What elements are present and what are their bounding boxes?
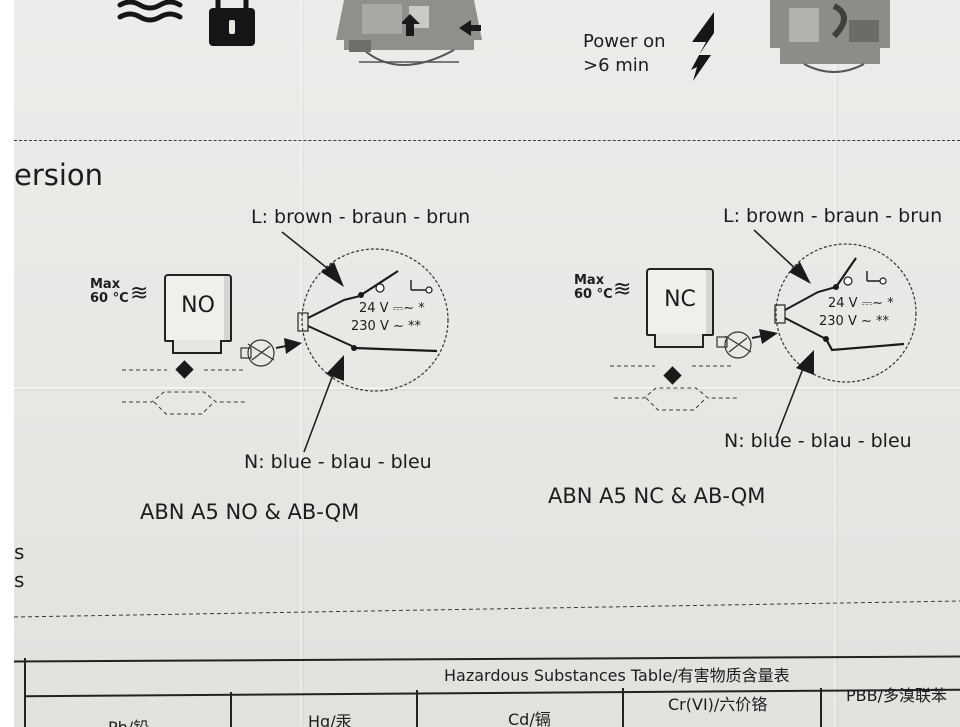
power-on-text: Power on >6 min: [583, 31, 666, 76]
voltage-230v-label: 230 V ∼ **: [819, 314, 890, 329]
table-column-header: Hg/汞: [308, 712, 352, 727]
paper-fold: [14, 387, 960, 389]
voltage-24v-label: 24 V ⎓∼ *: [828, 296, 894, 311]
diagram-caption-no: ABN A5 NO & AB-QM: [140, 500, 360, 524]
wiring-diagram-nc: [610, 229, 917, 439]
table-vline: [416, 690, 418, 727]
water-waves-icon: ≋: [613, 277, 632, 302]
paper-fold: [300, 0, 302, 727]
table-column-header: PBB/多溴联苯: [846, 686, 947, 705]
table-vline: [820, 688, 822, 727]
actuator-neck: [654, 334, 704, 348]
label-blue-wire: N: blue - blau - bleu: [724, 430, 912, 452]
table-column-header: Pb/铅: [108, 714, 149, 727]
table-vline: [622, 688, 624, 727]
lower-divider: [14, 600, 960, 618]
margin-fragment: s: [14, 568, 25, 592]
label-brown-wire: L: brown - braun - brun: [251, 206, 471, 228]
water-waves-icon: [117, 0, 183, 23]
table-title: Hazardous Substances Table/有害物质含量表: [444, 666, 790, 685]
table-column-header: Cr(VI)/六价铬: [668, 695, 768, 714]
actuator-letter: NC: [664, 287, 696, 312]
actuator-neck: [172, 340, 222, 354]
hazardous-substances-table: Hazardous Substances Table/有害物质含量表 Pb/铅 …: [14, 655, 960, 727]
instruction-sheet: Power on >6 min ersion L: brown - braun …: [14, 0, 960, 727]
label-blue-wire: N: blue - blau - bleu: [244, 451, 432, 473]
table-vline: [24, 658, 26, 727]
section-title: ersion: [14, 158, 104, 192]
margin-fragment: s: [14, 540, 25, 564]
valve-illustration-icon: [336, 0, 482, 66]
padlock-icon: [209, 0, 255, 46]
top-illustrations: [117, 0, 890, 81]
voltage-24v-label: 24 V ⎓∼ *: [359, 301, 425, 316]
lightning-bolt-icon: [691, 12, 714, 81]
label-brown-wire: L: brown - braun - brun: [723, 205, 943, 227]
water-waves-icon: ≋: [130, 281, 149, 306]
valve-illustration-icon: [770, 0, 890, 73]
actuator-letter: NO: [181, 293, 215, 318]
max-temperature-label: Max 60 °C: [90, 277, 129, 306]
max-temperature-label: Max 60 °C: [574, 273, 613, 302]
table-vline: [230, 692, 232, 727]
section-divider: [14, 140, 960, 141]
voltage-230v-label: 230 V ∼ **: [351, 319, 422, 334]
table-column-header: Cd/镉: [508, 710, 551, 727]
paper-fold: [834, 0, 836, 727]
wiring-diagram-no: [122, 231, 449, 453]
diagram-caption-nc: ABN A5 NC & AB-QM: [548, 484, 766, 508]
